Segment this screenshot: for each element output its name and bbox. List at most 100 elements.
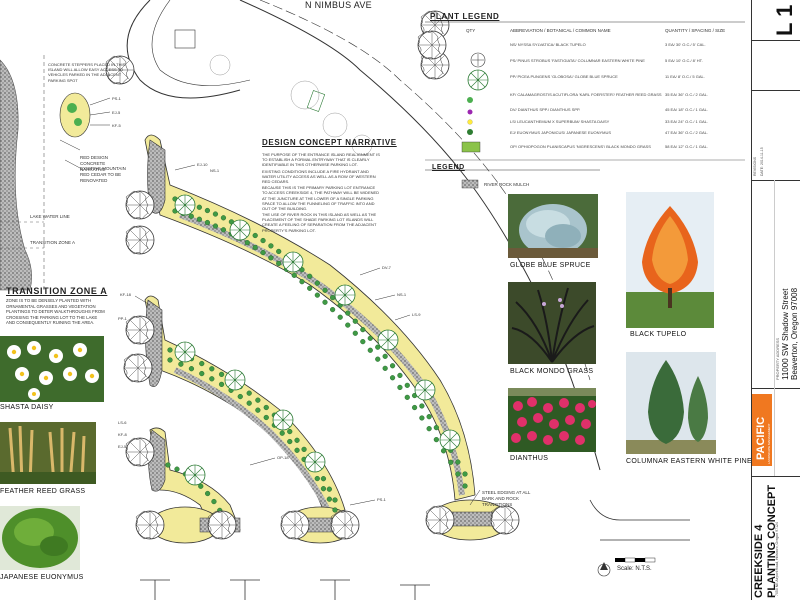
shrub-symbol — [268, 243, 274, 249]
caption-dianthus: DIANTHUS — [510, 455, 549, 462]
shrub-symbol — [389, 375, 396, 381]
shrub-symbol — [332, 497, 338, 503]
shrub-symbol — [199, 360, 205, 367]
legend-row: LS/ LEUCANTHEMUM X SUPERBUM/ SHASTA DAIS… — [510, 119, 775, 129]
shrub-symbol — [268, 255, 274, 261]
plant-legend-title: PLANT LEGEND — [430, 12, 500, 21]
shrub-symbol — [314, 292, 320, 298]
shrub-symbol — [178, 361, 184, 367]
shrub-symbol — [196, 216, 202, 222]
narrative-bullet: THE PURPOSE OF THE ENTRANCE ISLAND REALI… — [262, 152, 380, 168]
legend-row-qty: 11 EA/ 8' O.C./ 5 GAL. — [665, 74, 705, 79]
shrub-symbol — [196, 204, 202, 210]
plant-tag: LS-9 — [412, 312, 421, 317]
legend-row: PS/ PINUS STROBUS 'FASTIGIATA'/ COLUMNAR… — [510, 58, 775, 68]
shrub-symbol — [276, 248, 282, 255]
shrub-symbol — [375, 356, 381, 362]
photo-globe-blue-spruce — [508, 194, 598, 258]
scale-bar — [597, 557, 656, 577]
shrub-symbol — [276, 260, 282, 267]
legend-row: EJ/ EUONYMUS JAPONICUS/ JAPANESE EUONYMU… — [510, 130, 775, 140]
shrub-symbol — [330, 295, 336, 301]
legend-row-qty: 5 EA/ 10' O.C./ 8' HT. — [665, 58, 703, 63]
legend-col-qty: QUANTITY / SPACING / SIZE — [665, 28, 726, 33]
note-existing-cedar: EXISTING MOUNTAIN RED CEDAR TO BE RENOVA… — [80, 166, 126, 183]
note-transition-line: TRANSITION ZONE A — [30, 240, 76, 245]
shrub-symbol — [320, 486, 327, 492]
caption-japanese-euonymus: JAPANESE EUONYMUS — [0, 574, 84, 581]
legend-row: PP/ PICEA PUNGENS 'GLOBOSA'/ GLOBE BLUE … — [510, 74, 775, 84]
shrub-symbol — [220, 215, 227, 221]
shrub-symbol — [397, 372, 403, 379]
legend-col-name: ABBREVIATION / BOTANICAL / COMMON NAME — [510, 28, 611, 33]
shrub-symbol — [237, 393, 243, 400]
legend-row: KF/ CALAMAGROSTIS ACUTIFLORA 'KARL FOERS… — [510, 92, 775, 102]
plant-tag: OP-18 — [277, 455, 289, 460]
shrub-symbol — [360, 339, 366, 345]
narrative-bullet: BECAUSE THIS IS THE PRIMARY PARKING LOT … — [262, 185, 380, 211]
shrub-symbol — [455, 459, 461, 465]
legend-row-name: NS/ NYSSA SYLVATICA/ BLACK TUPELO — [510, 42, 586, 47]
shrub-symbol — [252, 232, 258, 239]
caption-black-tupelo: BLACK TUPELO — [630, 331, 687, 338]
shrub-symbol — [411, 404, 418, 411]
shrub-symbol — [426, 414, 432, 420]
legend-row-name: LS/ LEUCANTHEMUM X SUPERBUM/ SHASTA DAIS… — [510, 119, 610, 124]
shrub-symbol — [294, 437, 300, 443]
shrub-symbol — [301, 446, 307, 452]
shrub-symbol — [314, 475, 320, 482]
photo-japanese-euonymus — [0, 506, 80, 570]
legend-river-rock: RIVER ROCK MULCH — [484, 182, 530, 187]
legend-row: DV/ DIANTHUS SPP./ DIANTHUS SPP.45 EA/ 1… — [510, 107, 775, 117]
plant-tag: PS-1 — [377, 497, 386, 502]
legend-title: LEGEND — [432, 164, 465, 171]
shrub-symbol — [218, 381, 225, 387]
sheet-number: L 1 — [772, 4, 797, 36]
spruce-image — [508, 194, 598, 258]
note-red-seating: RED DESIGN CONCRETE NARRATIVE — [80, 155, 109, 172]
shrub-symbol — [294, 447, 300, 453]
daisy-image — [0, 336, 104, 402]
plant-tag: EJ-5 — [118, 444, 127, 449]
shrub-symbol — [167, 357, 173, 363]
company-name: PACIFIC — [755, 416, 767, 460]
photo-shasta-daisy — [0, 336, 104, 402]
shrub-symbol — [332, 507, 338, 513]
shrub-symbol — [211, 498, 217, 505]
shrub-symbol — [279, 430, 285, 436]
photo-columnar-white-pine — [626, 352, 716, 454]
legend-row-name: KF/ CALAMAGROSTIS ACUTIFLORA 'KARL FOERS… — [510, 92, 662, 97]
shrub-symbol — [204, 207, 211, 214]
plant-tag: NS-1 — [210, 168, 220, 173]
shrub-symbol — [360, 327, 366, 333]
shrub-symbol — [260, 237, 266, 244]
plant-tag: KF-5 — [112, 123, 121, 128]
photo-black-mondo-grass — [508, 282, 596, 364]
photo-feather-reed-grass — [0, 422, 96, 484]
shrub-symbol — [299, 279, 305, 285]
shrub-symbol — [287, 438, 293, 445]
narrative-bullet: THE USE OF RIVER ROCK IN THIS ISLAND AS … — [262, 212, 377, 233]
shrub-symbol — [263, 414, 269, 421]
shrub-symbol — [345, 322, 351, 328]
shrub-symbol — [389, 363, 396, 369]
plant-tag: PS-1 — [112, 96, 121, 101]
caption-columnar-white-pine: COLUMNAR EASTERN WHITE PINE — [626, 458, 752, 465]
shrub-symbol — [337, 314, 343, 320]
shrub-symbol — [244, 240, 250, 246]
shrub-symbol — [433, 425, 439, 431]
legend-row-qty: 35 EA/ 36" O.C./ 2 GAL. — [665, 92, 708, 97]
legend-col-symbol: QTY — [466, 28, 476, 33]
plant-tag: DV-7 — [382, 265, 391, 270]
shrub-symbol — [367, 347, 373, 353]
shrub-symbol — [382, 365, 388, 371]
shrub-symbol — [167, 347, 173, 353]
note-concrete-steppers: CONCRETE STEPPERS PLACED IN THIS ISLAND … — [48, 62, 126, 83]
shrub-symbol — [326, 496, 332, 502]
site-plan-drawing — [0, 0, 745, 600]
shrub-symbol — [433, 437, 439, 443]
shrub-symbol — [404, 382, 410, 388]
shrub-symbol — [448, 459, 454, 465]
shrub-symbol — [462, 483, 468, 489]
